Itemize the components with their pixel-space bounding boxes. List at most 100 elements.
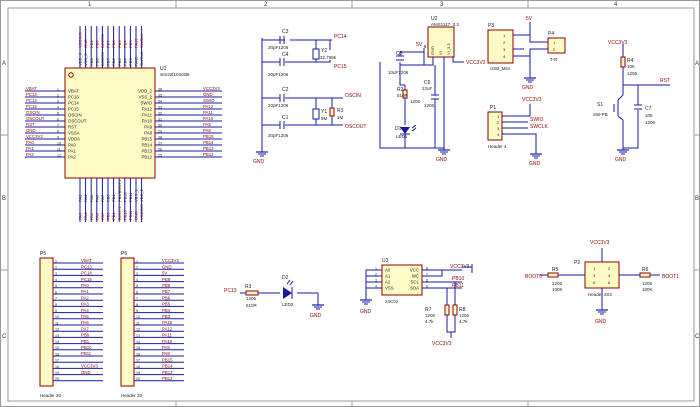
switch-s1 [617, 94, 624, 101]
net-label: OSCOUT [345, 124, 366, 130]
pin-name: SCL [411, 280, 420, 285]
led-ray [411, 127, 417, 132]
net-label: VBAT [26, 86, 37, 91]
pin-number: 2 [497, 120, 500, 125]
wire [502, 104, 537, 154]
connector-ref: P2 [574, 260, 580, 266]
net-label: PB13 [203, 146, 214, 151]
cap-value: 20pF1206 [268, 133, 289, 138]
net-label: VCC3V3 [26, 134, 43, 139]
pin-number: 5 [426, 284, 428, 288]
resistor-value: 100K [552, 287, 563, 292]
pin-number: 2 [553, 47, 556, 52]
pin-number: 33 [158, 105, 162, 109]
pin-number: 1 [55, 259, 57, 263]
net-label: GND [26, 128, 36, 133]
net-label: PB11 [81, 351, 92, 356]
gnd-symbol [438, 148, 450, 155]
net-label: SWIO [203, 98, 215, 103]
pin-name: PB4 [122, 58, 127, 66]
pin-number: 4 [57, 105, 59, 109]
pin-number: 17 [136, 359, 140, 363]
pin-number: 12 [55, 328, 59, 332]
led-ref: D1 [395, 126, 402, 132]
switch-s1 [617, 115, 624, 121]
net-label: PA1 [81, 289, 89, 294]
pin-name: PA9 [144, 125, 152, 130]
pin-number: 8 [55, 303, 57, 307]
pin-name: VDD_3 [78, 52, 83, 66]
gnd-symbol [617, 148, 629, 155]
connector-ref: P5 [40, 251, 46, 257]
pin-number: 4 [608, 273, 611, 278]
net-label: VCC3V3 [432, 341, 452, 347]
frame-row-label: C [695, 334, 700, 340]
wire [379, 45, 464, 149]
resistor-ref: R7 [425, 307, 432, 313]
pin-number: 11 [57, 147, 61, 151]
gnd-label: GND [310, 313, 322, 319]
net-label: PB14 [162, 364, 173, 369]
resistor-value: 1M [337, 115, 344, 120]
gnd-label: GND [595, 319, 607, 325]
net-label: PA0 [81, 283, 89, 288]
mcu-top-pins: VDD_3VCC3V3VSS_3GNDPB9PB9PB8PB8BOOT0BOOT… [78, 26, 144, 68]
gnd-symbol [360, 299, 372, 305]
pin-name: PB7 [106, 58, 111, 66]
frame-row-label: A [2, 61, 6, 67]
net-label: PC13 [26, 92, 37, 97]
pin-number: 3 [375, 278, 377, 282]
pin-number: 5 [136, 284, 138, 288]
net-label: PA1 [26, 146, 34, 151]
pin-name: PB1 [111, 194, 116, 202]
resistor-ref: R3 [245, 284, 252, 290]
pin-number: 3 [57, 99, 59, 103]
pin-name: PB8 [94, 58, 99, 66]
net-label: PB6 [162, 295, 171, 300]
pin-number: 10 [57, 141, 61, 145]
resistor-value: 10K [627, 64, 635, 69]
net-label: BOOT1 [117, 206, 122, 220]
pin-number: 35 [158, 93, 162, 97]
net-label: PB12 [162, 376, 173, 381]
pin-number: 32 [158, 111, 162, 115]
net-label: PB5 [117, 40, 122, 48]
pin-number: 1 [375, 266, 377, 270]
pin-number: 1 [136, 259, 138, 263]
net-label: PC15 [26, 104, 37, 109]
net-label: VCC3V3 [78, 32, 83, 48]
gnd-label: GND [529, 161, 541, 167]
resistor-ref: R4 [627, 58, 634, 64]
crystal-value: 8M [321, 116, 328, 121]
gnd-symbol [256, 150, 268, 157]
crystal-32k-circuit: C3 20pF1206 C4 20pF1206 Y2 32.768k PC14 … [261, 29, 347, 150]
pin-name: VDD_2 [138, 89, 152, 94]
pin-name: PB15 [141, 137, 152, 142]
net-label: PC14 [26, 98, 37, 103]
pin-number: 15 [136, 346, 140, 350]
pin-name: PB5 [117, 58, 122, 66]
pin-number: 1 [553, 40, 556, 45]
cap-ref: C6 [424, 80, 431, 86]
pin-name: PB3 [128, 58, 133, 66]
connector-label: Header 20 [121, 393, 143, 398]
net-label: VBAT [81, 258, 92, 263]
pin-name: PC14 [68, 101, 79, 106]
cap-ref: C2 [282, 87, 289, 93]
pin-name: VSS_1 [134, 189, 139, 202]
net-label: PB8 [162, 283, 171, 288]
wire [262, 97, 343, 126]
net-label: PA15 [134, 38, 139, 48]
pin-number: 11 [136, 321, 140, 325]
net-label: 5V [526, 16, 533, 22]
gnd-symbol [524, 77, 536, 83]
pin-number: 3 [503, 47, 506, 52]
swd-header-circuit: P1 Header 4 1 2 3 4 SWIO SWCLK VCC3V3 GN… [487, 97, 548, 167]
